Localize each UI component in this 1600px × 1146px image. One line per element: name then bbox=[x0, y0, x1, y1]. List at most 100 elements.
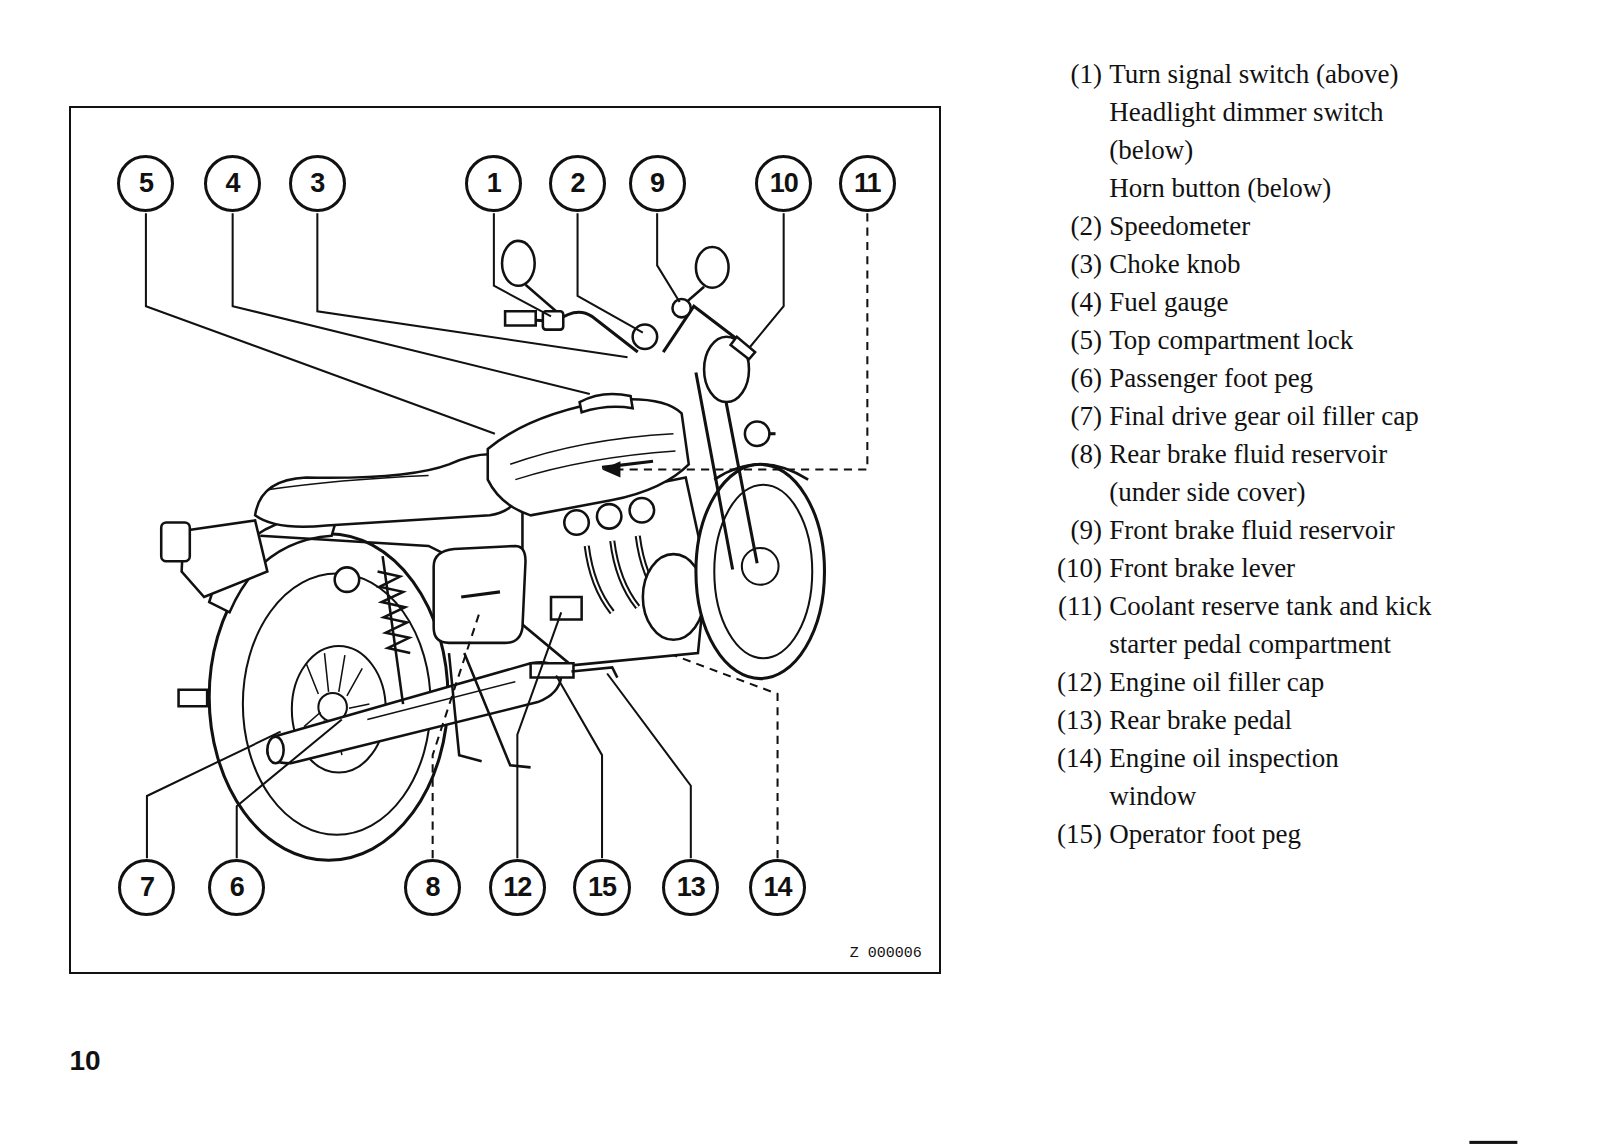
part-name: Top compartment lock bbox=[1109, 321, 1353, 359]
rear-fender bbox=[161, 515, 359, 706]
engine-part bbox=[571, 667, 617, 677]
item-number: (11) bbox=[1041, 587, 1102, 625]
leader-line-part bbox=[750, 213, 784, 347]
callout-text: 6 bbox=[230, 874, 244, 901]
front-wheel bbox=[696, 464, 825, 678]
engine-part bbox=[551, 597, 582, 619]
side-cover-part bbox=[434, 546, 526, 643]
seat-frame bbox=[255, 454, 525, 556]
handlebar-part bbox=[526, 285, 557, 312]
part-name: Headlight dimmer switch (below) bbox=[1109, 93, 1439, 169]
leader-line-part bbox=[673, 655, 777, 858]
callout-number: 4 bbox=[204, 155, 261, 212]
callout-number: 1 bbox=[465, 155, 522, 212]
callout-number: 13 bbox=[662, 859, 719, 916]
callout-number: 12 bbox=[489, 859, 546, 916]
leader-line bbox=[146, 213, 867, 858]
leader-line-part bbox=[146, 213, 495, 433]
muffler-part bbox=[367, 682, 515, 720]
callout-text: 3 bbox=[310, 170, 324, 197]
item-number: (4) bbox=[1041, 283, 1102, 321]
callout-number: 6 bbox=[208, 859, 265, 916]
part-name: Choke knob bbox=[1109, 245, 1240, 283]
leader-line-part bbox=[233, 213, 590, 394]
callout-text: 7 bbox=[140, 874, 154, 901]
leader-line-part bbox=[317, 213, 627, 357]
front-wheel-part bbox=[714, 485, 812, 658]
engine-part bbox=[531, 663, 574, 677]
item-number: (7) bbox=[1041, 397, 1102, 435]
page-mark-part bbox=[1469, 1141, 1517, 1144]
figure-code: Z 000006 bbox=[850, 945, 922, 962]
part-name: Turn signal switch (above) bbox=[1109, 55, 1398, 93]
item-number: (15) bbox=[1041, 815, 1102, 853]
seat-frame-part bbox=[255, 454, 525, 526]
handlebar-part bbox=[745, 421, 769, 445]
callout-text: 13 bbox=[677, 874, 705, 901]
front-wheel-part bbox=[696, 464, 825, 678]
callout-number: 14 bbox=[749, 859, 806, 916]
handlebar-part bbox=[731, 337, 755, 359]
item-number: (14) bbox=[1041, 739, 1102, 777]
callout-text: 1 bbox=[487, 170, 501, 197]
handlebar-part bbox=[696, 247, 729, 288]
callout-number: 10 bbox=[755, 155, 812, 212]
part-name: Fuel gauge bbox=[1109, 283, 1228, 321]
part-name: Engine oil inspection window bbox=[1109, 739, 1409, 815]
fuel-tank-part bbox=[488, 399, 689, 515]
part-name: Rear brake fluid reservoir (under side c… bbox=[1109, 435, 1459, 511]
item-number: (8) bbox=[1041, 435, 1102, 473]
part-name: Passenger foot peg bbox=[1109, 359, 1313, 397]
part-name: Coolant reserve tank and kick starter pe… bbox=[1109, 587, 1449, 663]
callout-number: 5 bbox=[117, 155, 174, 212]
leader-line-part bbox=[607, 674, 691, 859]
handlebar-part bbox=[672, 299, 690, 317]
callout-text: 12 bbox=[503, 874, 531, 901]
part-name: Horn button (below) bbox=[1109, 169, 1331, 207]
shock-absorber-part bbox=[378, 571, 411, 653]
rear-fender-part bbox=[179, 690, 208, 706]
part-name: Operator foot peg bbox=[1109, 815, 1301, 853]
page-number: 10 bbox=[69, 1045, 100, 1077]
item-number: (1) bbox=[1041, 55, 1102, 93]
leader-line-part bbox=[578, 213, 643, 332]
figure-frame: Z 000006543129101176812151314 bbox=[69, 106, 940, 974]
leader-line-part bbox=[237, 719, 342, 858]
leader-line-part bbox=[433, 612, 480, 858]
part-name: Front brake lever bbox=[1109, 549, 1295, 587]
fuel-tank-part bbox=[510, 434, 675, 480]
callout-number: 8 bbox=[404, 859, 461, 916]
rear-fender-part bbox=[182, 520, 268, 597]
fuel-tank bbox=[488, 394, 689, 515]
seat-frame-part bbox=[260, 536, 449, 556]
muffler-part bbox=[267, 737, 283, 764]
callout-number: 15 bbox=[573, 859, 630, 916]
leader-line-part bbox=[494, 213, 551, 316]
item-number: (12) bbox=[1041, 663, 1102, 701]
part-name: Engine oil filler cap bbox=[1109, 663, 1324, 701]
callout-text: 15 bbox=[588, 874, 616, 901]
engine-part bbox=[564, 510, 588, 534]
callout-text: 4 bbox=[226, 170, 240, 197]
page-mark bbox=[1469, 1141, 1517, 1144]
leader-line-part bbox=[147, 732, 281, 859]
callout-text: 9 bbox=[650, 170, 664, 197]
part-name: Front brake fluid reservoir bbox=[1109, 511, 1395, 549]
callout-number: 7 bbox=[118, 859, 175, 916]
callout-text: 5 bbox=[139, 170, 153, 197]
item-number: (6) bbox=[1041, 359, 1102, 397]
item-number: (10) bbox=[1041, 549, 1102, 587]
rear-fender-part bbox=[335, 567, 359, 591]
part-name: Rear brake pedal bbox=[1109, 701, 1292, 739]
leader-line-part bbox=[602, 461, 620, 477]
callout-number: 2 bbox=[549, 155, 606, 212]
callout-text: 14 bbox=[764, 874, 792, 901]
item-number: (9) bbox=[1041, 511, 1102, 549]
side-cover-part bbox=[461, 592, 500, 597]
leader-line-part bbox=[556, 676, 602, 859]
leader-line-part bbox=[657, 213, 679, 302]
callout-number: 9 bbox=[629, 155, 686, 212]
part-name: Speedometer bbox=[1109, 207, 1250, 245]
leader-line-part bbox=[517, 612, 561, 858]
